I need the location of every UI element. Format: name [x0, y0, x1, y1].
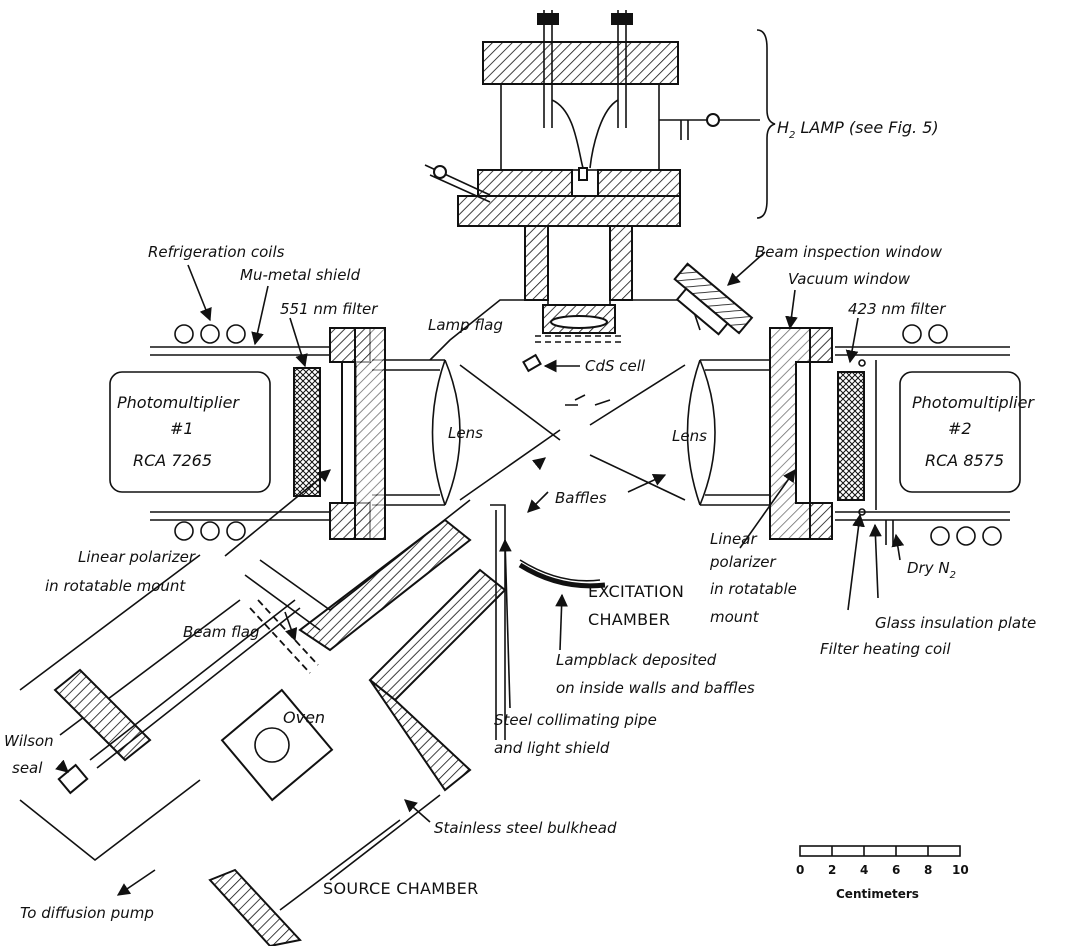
- label-pm1-line2: #1: [170, 419, 194, 438]
- filament: [551, 99, 619, 169]
- scale-unit: Centimeters: [836, 887, 919, 901]
- chamber-lower-arc: [519, 559, 601, 582]
- label-glass-insulation-plate: Glass insulation plate: [875, 614, 1036, 632]
- source-chamber-walls: [19, 779, 441, 911]
- beam-flag-mark: [249, 599, 319, 674]
- electrode-nut-right: [611, 13, 633, 25]
- label-beam-flag: Beam flag: [183, 623, 260, 641]
- label-stainless-bulkhead: Stainless steel bulkhead: [434, 819, 617, 837]
- filter-551: [293, 367, 321, 497]
- label-lens-right: Lens: [672, 427, 707, 445]
- upper-pipe-wall: [298, 518, 472, 652]
- label-polarizer-right-1: Linear: [710, 530, 757, 548]
- label-steel-pipe-1: Steel collimating pipe: [494, 711, 657, 729]
- label-mu-metal-shield: Mu-metal shield: [240, 266, 361, 284]
- cds-cell-mark: [522, 353, 542, 373]
- photomultiplier-1-body: [109, 371, 271, 493]
- valve-left-icon: [433, 165, 447, 179]
- beam-flag-rod: [89, 599, 301, 769]
- refrigeration-coils-left: [174, 324, 246, 541]
- scale-tick-4: 4: [860, 863, 868, 877]
- label-filter-423: 423 nm filter: [848, 300, 946, 318]
- label-filter-551: 551 nm filter: [280, 300, 378, 318]
- baffle-marks: [565, 394, 611, 406]
- lamp-mid-flange-left: [477, 169, 573, 197]
- light-cone-lines: [459, 364, 686, 501]
- electrode-nut-left: [537, 13, 559, 25]
- collimating-pipe: [490, 504, 506, 740]
- label-source-chamber: SOURCE CHAMBER: [323, 879, 479, 898]
- scale-tick-6: 6: [892, 863, 900, 877]
- label-h2-lamp: H2 LAMP (see Fig. 5): [777, 118, 939, 141]
- label-polarizer-right-4: mount: [710, 608, 760, 626]
- labels: H2 LAMP (see Fig. 5) Refrigeration coils…: [4, 118, 1036, 922]
- h2-lamp-assembly: [424, 10, 776, 373]
- label-filter-heating-coil: Filter heating coil: [820, 640, 951, 658]
- label-pm2-line1: Photomultiplier: [912, 393, 1035, 412]
- label-wilson-2: seal: [12, 759, 43, 777]
- detector-right: [769, 324, 1021, 546]
- label-vacuum-window: Vacuum window: [788, 270, 911, 288]
- filter-423: [837, 371, 865, 501]
- label-dry-n2: Dry N2: [907, 559, 956, 581]
- label-to-diffusion-pump: To diffusion pump: [20, 904, 154, 922]
- label-lampblack-2: on inside walls and baffles: [556, 679, 755, 697]
- label-polarizer-left-2: in rotatable mount: [45, 577, 186, 595]
- label-pm1-line1: Photomultiplier: [117, 393, 240, 412]
- excitation-chamber: [372, 262, 770, 589]
- lamp-lower-flange: [457, 195, 681, 227]
- label-lamp-flag: Lamp flag: [428, 316, 503, 334]
- right-tube-walls: [700, 359, 770, 506]
- label-pm2-line3: RCA 8575: [925, 451, 1004, 470]
- oven-box: [220, 688, 334, 802]
- polarizer-left: [341, 361, 357, 504]
- label-beam-inspection-window: Beam inspection window: [755, 243, 943, 261]
- dry-n2-inlet: [885, 520, 894, 545]
- scale-tick-8: 8: [924, 863, 932, 877]
- lens-left-shape: [431, 359, 446, 506]
- scale-bar: 0 2 4 6 8 10 Centimeters: [796, 845, 969, 901]
- scale-bar-frame: [799, 845, 961, 857]
- photomultiplier-2-body: [899, 371, 1021, 493]
- lamp-mid-flange-right: [597, 169, 681, 197]
- wilson-handle: [57, 763, 89, 795]
- label-oven: Oven: [283, 708, 325, 727]
- label-pm2-line2: #2: [948, 419, 972, 438]
- label-wilson-1: Wilson: [4, 732, 54, 750]
- wilson-seal-block: [53, 668, 152, 762]
- label-cds-cell: CdS cell: [585, 357, 646, 375]
- label-polarizer-left-1: Linear polarizer: [78, 548, 196, 566]
- label-excitation-2: CHAMBER: [588, 610, 670, 629]
- source-chamber: [19, 499, 507, 948]
- leader-lines: [55, 251, 905, 896]
- label-steel-pipe-2: and light shield: [494, 739, 610, 757]
- scale-tick-0: 0: [796, 863, 804, 877]
- left-tube-walls: [372, 359, 445, 506]
- beam-inspection-window: [673, 262, 754, 336]
- scale-tick-2: 2: [828, 863, 836, 877]
- label-pm1-line3: RCA 7265: [133, 451, 212, 470]
- detector-left: [109, 324, 386, 541]
- label-lens-left: Lens: [448, 424, 483, 442]
- label-polarizer-right-3: in rotatable: [710, 580, 797, 598]
- label-lampblack-1: Lampblack deposited: [556, 651, 717, 669]
- lens-right-shape: [686, 359, 701, 506]
- refrigeration-coils-right: [902, 324, 1002, 546]
- oven-circle: [254, 727, 290, 763]
- label-baffles: Baffles: [555, 489, 607, 507]
- valve-right-icon: [706, 113, 720, 127]
- lamp-top-flange: [482, 41, 679, 85]
- lamp-flag-mark: [535, 335, 622, 343]
- label-refrigeration-coils: Refrigeration coils: [148, 243, 285, 261]
- lamp-brace: [756, 29, 776, 219]
- label-excitation-1: EXCITATION: [588, 582, 684, 601]
- label-polarizer-right-2: polarizer: [709, 553, 776, 571]
- scale-tick-10: 10: [952, 863, 969, 877]
- polarizer-right: [795, 361, 811, 504]
